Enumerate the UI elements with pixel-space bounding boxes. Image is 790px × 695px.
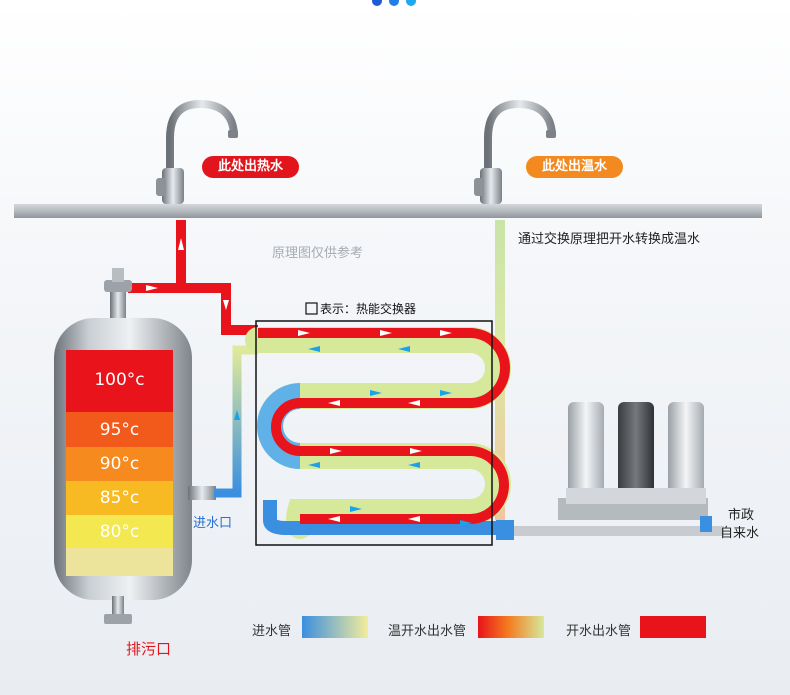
principle-note: 原理图仅供参考 <box>272 246 364 261</box>
legend-swatch-warm <box>478 616 544 638</box>
water-filter-unit <box>558 402 712 532</box>
legend-box-icon <box>305 302 318 315</box>
temp-band-100 <box>66 350 173 412</box>
inlet-pipe <box>214 345 258 498</box>
legend-label-inlet: 进水管 <box>252 624 292 639</box>
legend-label-hot: 开水出水管 <box>566 624 632 639</box>
flow-arrows-cold <box>234 346 472 526</box>
inlet-label: 进水口 <box>193 516 233 531</box>
temp-band-90 <box>66 447 173 481</box>
drain-label: 排污口 <box>126 640 172 658</box>
temp-label-80: 80°c <box>99 522 140 542</box>
temp-band-95 <box>66 412 173 447</box>
exchange-note: 通过交换原理把开水转换成温水 <box>518 232 701 247</box>
pagination-dots <box>370 0 420 10</box>
heat-exchanger-coil <box>245 327 511 539</box>
temp-band-85 <box>66 481 173 515</box>
warm-outlet-label: 此处出温水 <box>526 156 624 178</box>
flow-arrows <box>146 238 452 522</box>
city-water-pipe <box>496 520 724 540</box>
counter-shelf <box>14 204 762 218</box>
legend-label-warm: 温开水出水管 <box>388 624 467 639</box>
legend-box-note: 表示：热能交换器 <box>320 302 417 316</box>
temp-label-100: 100°c <box>94 370 145 390</box>
hot-water-faucet <box>156 99 238 204</box>
temp-band-bottom <box>66 548 173 576</box>
legend-swatch-hot <box>640 616 706 638</box>
temp-band-80 <box>66 515 173 548</box>
city-water-label-2: 自来水 <box>720 526 760 541</box>
hot-outlet-label: 此处出热水 <box>202 156 300 178</box>
warm-water-faucet <box>474 99 556 204</box>
temp-label-85: 85°c <box>99 488 140 508</box>
dot-3 <box>406 0 416 6</box>
city-water-label-1: 市政 <box>728 508 755 523</box>
heat-exchanger-frame <box>255 320 493 546</box>
dot-1 <box>372 0 382 6</box>
temp-label-95: 95°c <box>99 420 140 440</box>
legend-swatch-inlet <box>302 616 368 638</box>
temp-label-90: 90°c <box>99 454 140 474</box>
dot-2 <box>389 0 399 6</box>
hot-water-pipe <box>128 220 258 335</box>
